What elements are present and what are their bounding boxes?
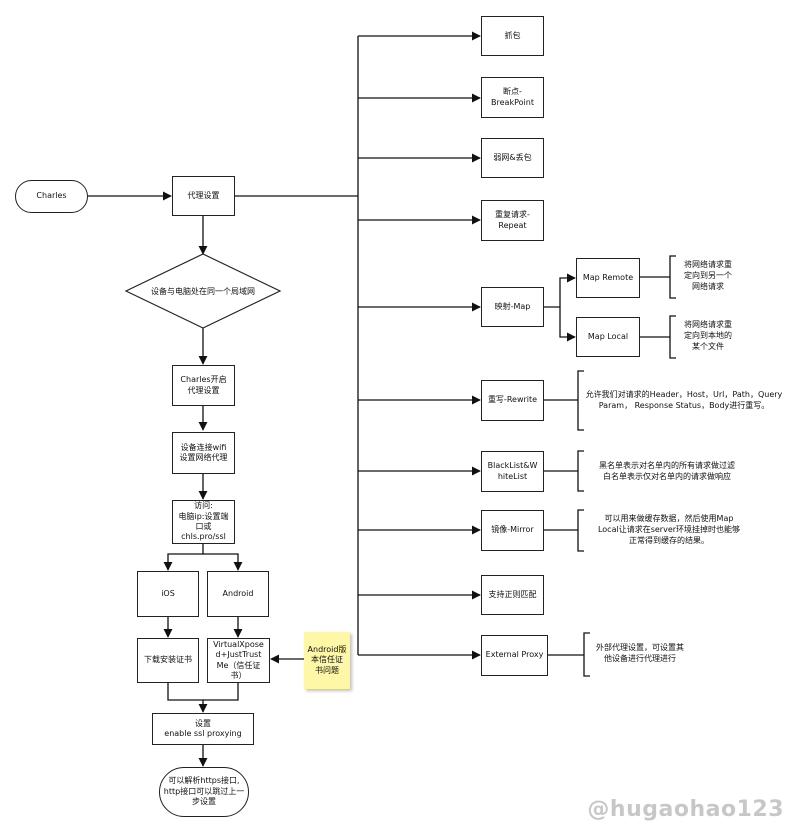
blacklist-description: 黑名单表示对名单内的所有请求做过滤 白名单表示仅对名单内的请求做响应 <box>599 461 735 481</box>
download-cert-node: 下载安装证书 <box>137 638 199 683</box>
map-remote-node: Map Remote <box>576 258 640 298</box>
same-lan-decision-label: 设备与电脑处在同一个局域网 <box>151 286 255 296</box>
visit-node: 访问: 电脑ip:设置端 口或 chls.pro/ssl <box>172 500 235 544</box>
feature-mirror: 镜像-Mirror <box>481 510 544 551</box>
watermark: @hugaohao123 <box>587 797 784 822</box>
ssl-setting-node: 设置 enable ssl proxying <box>152 713 254 745</box>
charles-start-node: Charles <box>15 180 88 213</box>
feature-repeat: 重复请求- Repeat <box>481 200 544 241</box>
feature-rewrite: 重写-Rewrite <box>481 380 544 421</box>
feature-external-proxy: External Proxy <box>481 635 548 676</box>
feature-map: 映射-Map <box>481 287 544 327</box>
feature-regex: 支持正则匹配 <box>481 575 544 615</box>
end-node: 可以解析https接口, http接口可以跳过上一 步设置 <box>159 767 249 817</box>
android-cert-sticky-note: Android版 本信任证 书问题 <box>304 632 350 689</box>
feature-breakpoint: 断点- BreakPoint <box>481 77 544 118</box>
proxy-settings-node: 代理设置 <box>172 176 235 216</box>
device-wifi-node: 设备连接wifi 设置网络代理 <box>172 432 235 474</box>
map-local-description: 将网络请求重 定向到本地的 某个文件 <box>684 320 732 351</box>
android-node: Android <box>207 571 269 617</box>
feature-capture: 抓包 <box>481 16 544 56</box>
ios-node: iOS <box>137 571 199 617</box>
mirror-description: 可以用来做缓存数据，然后使用Map Local让请求在server环境挂掉时也能… <box>597 514 741 545</box>
map-local-node: Map Local <box>576 317 640 357</box>
charles-proxy-on-node: Charles开启 代理设置 <box>172 365 235 406</box>
feature-blacklist-whitelist: BlackList&W hiteList <box>481 451 544 492</box>
map-remote-description: 将网络请求重 定向到另一个 网络请求 <box>684 260 732 291</box>
feature-weak-network: 弱网&丢包 <box>481 138 544 178</box>
rewrite-description: 允许我们对请求的Header，Host，Url，Path，Query Param… <box>585 390 783 410</box>
same-lan-diamond-shape <box>124 253 282 329</box>
external-proxy-description: 外部代理设置，可设置其 他设备进行代理进行 <box>596 643 684 663</box>
virtual-xposed-node: VirtualXpose d+JustTrust Me（信任证 书） <box>207 638 270 683</box>
